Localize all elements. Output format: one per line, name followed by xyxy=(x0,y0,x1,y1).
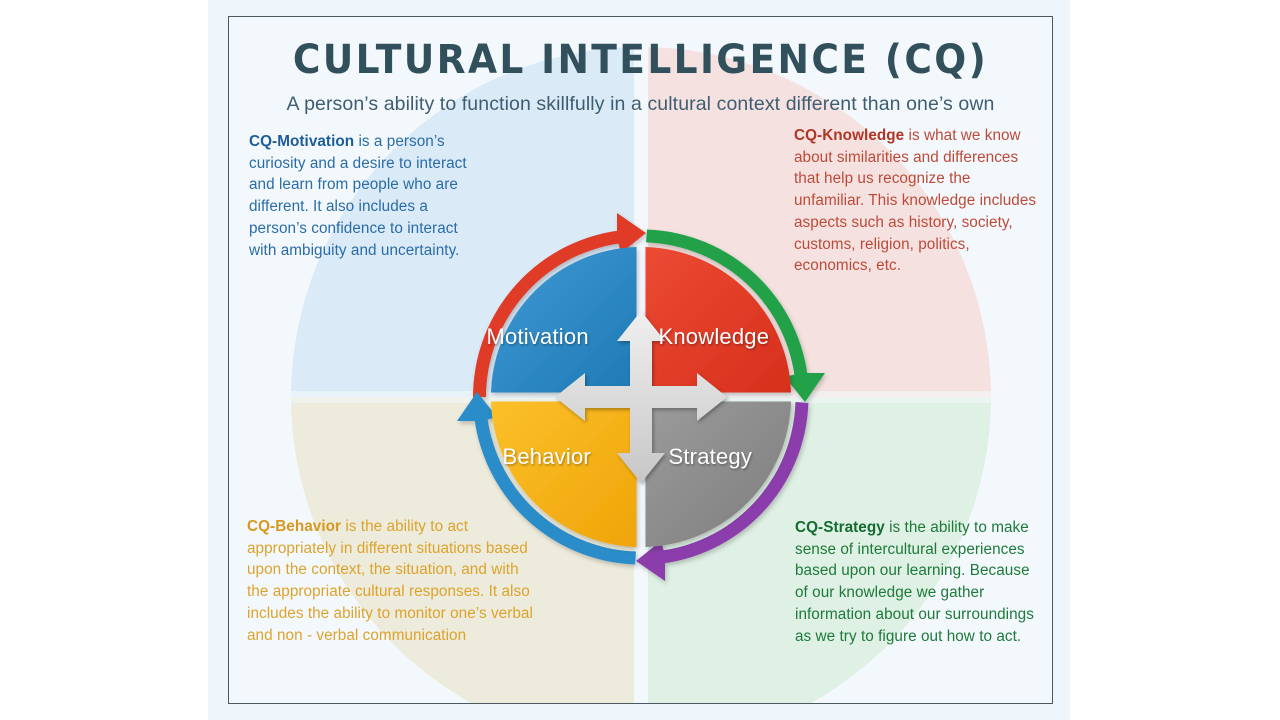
slide-frame: CULTURAL INTELLIGENCE (CQ) A person’s ab… xyxy=(228,16,1053,704)
description-behavior-body: is the ability to act appropriately in d… xyxy=(247,518,533,644)
description-knowledge-body: is what we know about similarities and d… xyxy=(794,127,1037,275)
description-strategy-term: CQ-Strategy xyxy=(795,519,885,536)
description-behavior-term: CQ-Behavior xyxy=(247,518,342,535)
page-title: CULTURAL INTELLIGENCE (CQ) xyxy=(292,37,989,83)
description-motivation-body: is a person’s curiosity and a desire to … xyxy=(249,133,467,259)
purple-arc-arrowhead xyxy=(635,541,665,581)
description-motivation-term: CQ-Motivation xyxy=(249,133,355,150)
red-arc-arrowhead xyxy=(616,213,646,253)
wheel-label-behavior: Behavior xyxy=(502,444,591,469)
green-arc-arrowhead xyxy=(784,373,825,402)
quadrant-strategy[interactable] xyxy=(645,401,791,548)
description-strategy-body: is the ability to make sense of intercul… xyxy=(795,519,1034,645)
wheel-label-knowledge: Knowledge xyxy=(658,324,770,349)
wheel-label-motivation: Motivation xyxy=(486,324,589,349)
slide-area: CULTURAL INTELLIGENCE (CQ) A person’s ab… xyxy=(208,0,1070,720)
header: CULTURAL INTELLIGENCE (CQ) A person’s ab… xyxy=(229,39,1052,116)
description-knowledge: CQ-Knowledge is what we know about simil… xyxy=(794,125,1037,277)
page-subtitle: A person’s ability to function skillfull… xyxy=(286,93,995,115)
quadrant-motivation[interactable] xyxy=(490,247,637,393)
description-strategy: CQ-Strategy is the ability to make sense… xyxy=(795,517,1040,647)
quadrant-knowledge[interactable] xyxy=(645,247,791,393)
description-motivation: CQ-Motivation is a person’s curiosity an… xyxy=(249,131,477,261)
wheel-label-strategy: Strategy xyxy=(668,444,753,469)
description-behavior: CQ-Behavior is the ability to act approp… xyxy=(247,516,537,646)
description-knowledge-term: CQ-Knowledge xyxy=(794,127,905,144)
blue-arc-arrowhead xyxy=(456,392,497,421)
